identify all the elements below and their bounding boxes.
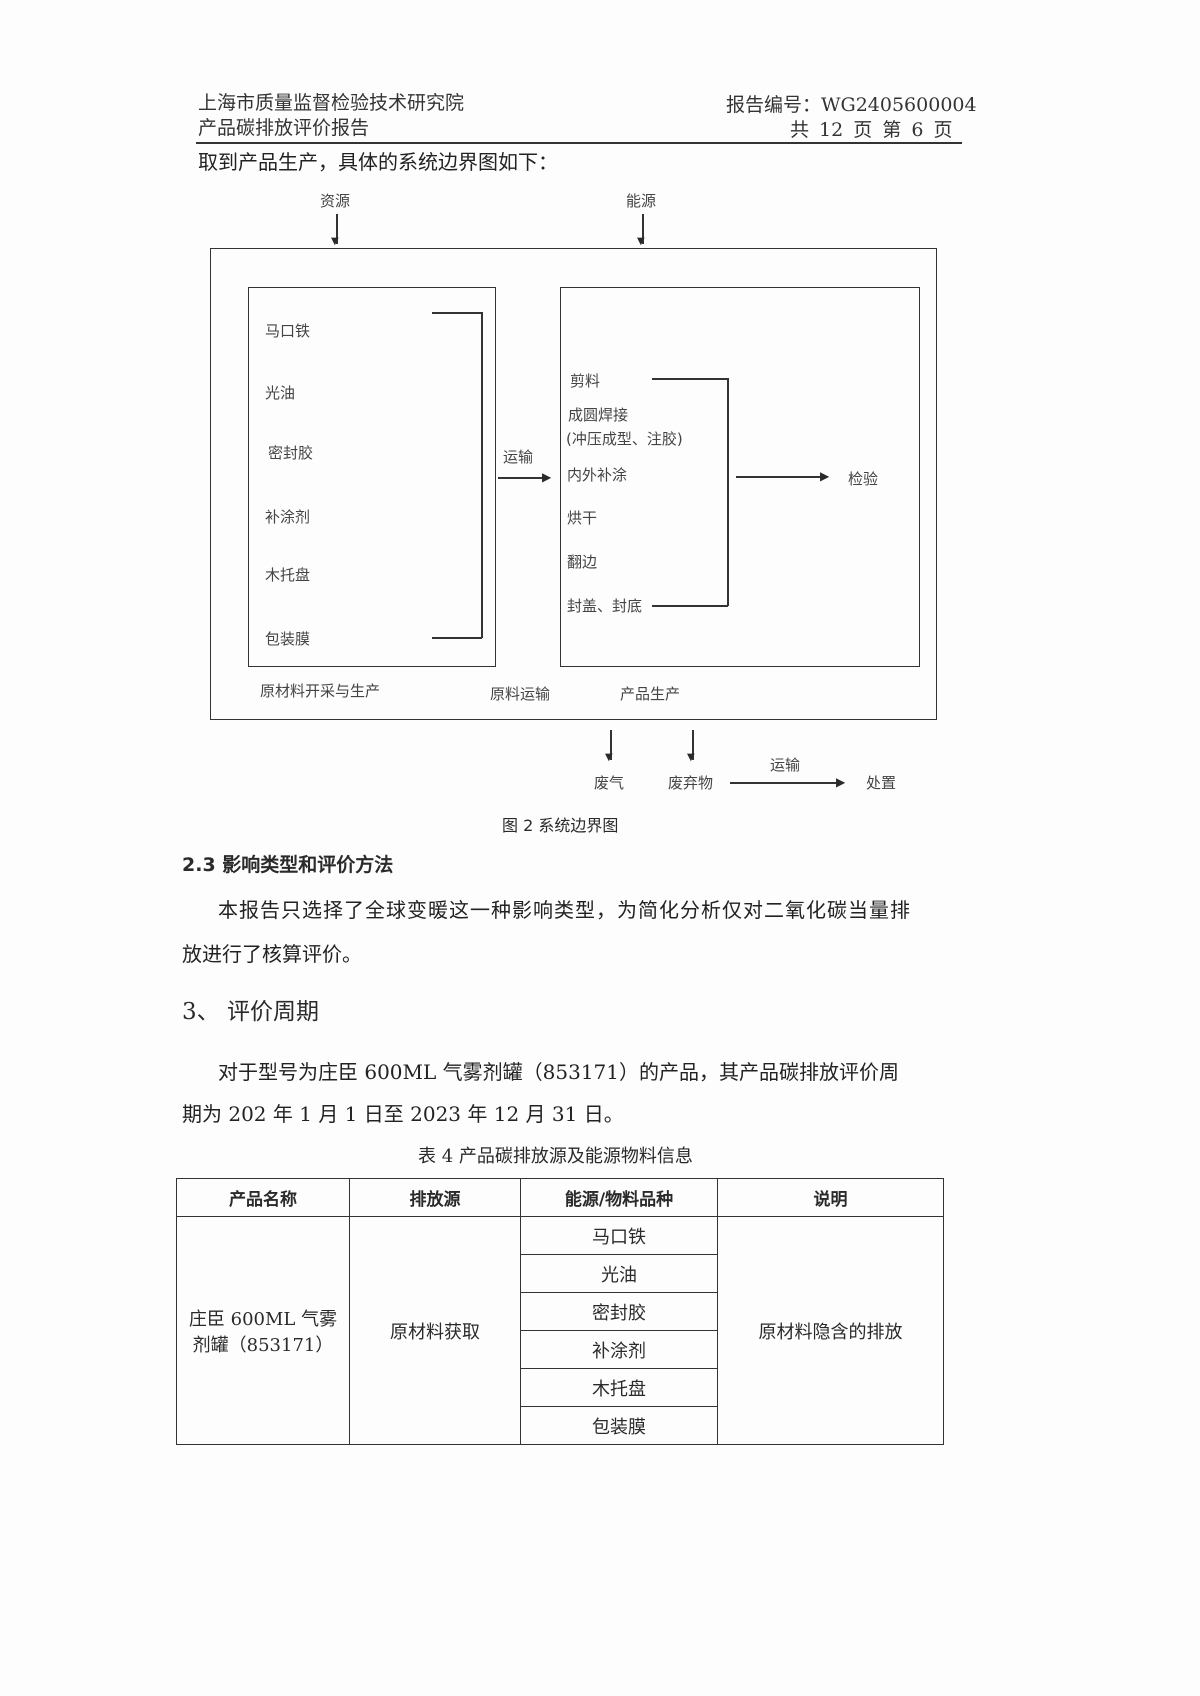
page-info: 共 12 页 第 6 页 xyxy=(790,119,953,141)
report-title: 产品碳排放评价报告 xyxy=(198,117,370,139)
figure-caption: 图 2 系统边界图 xyxy=(502,816,619,835)
process-item: 内外补涂 xyxy=(567,466,628,484)
table-header-row: 产品名称 排放源 能源/物料品种 说明 xyxy=(176,1178,944,1217)
report-number: 报告编号：WG2405600004 xyxy=(726,94,977,116)
column-header: 能源/物料品种 xyxy=(520,1178,718,1217)
product-name-cell: 庄臣 600ML 气雾剂罐（853171） xyxy=(176,1216,350,1445)
stage-label: 原材料开采与生产 xyxy=(260,682,381,700)
process-item: (冲压成型、注胶) xyxy=(566,430,683,448)
resource-label: 资源 xyxy=(320,192,351,210)
table-row: 庄臣 600ML 气雾剂罐（853171） 原材料获取 马口铁 原材料隐含的排放 xyxy=(176,1216,944,1445)
header-rule xyxy=(196,142,962,144)
transport-label: 运输 xyxy=(503,448,534,466)
stage-label: 产品生产 xyxy=(620,685,681,703)
section-2-3-para: 本报告只选择了全球变暖这一种影响类型，为简化分析仅对二氧化碳当量排 xyxy=(218,898,911,922)
table-caption: 表 4 产品碳排放源及能源物料信息 xyxy=(418,1146,693,1167)
stage-label: 原料运输 xyxy=(490,685,551,703)
table-row: 补涂剂 xyxy=(177,1330,944,1369)
section-2-3-title: 2.3 影响类型和评价方法 xyxy=(182,854,394,876)
process-item: 烘干 xyxy=(567,509,598,527)
material-item: 补涂剂 xyxy=(265,508,311,526)
disposal-label: 处置 xyxy=(866,774,897,792)
material-cell: 密封胶 xyxy=(520,1292,718,1331)
material-item: 密封胶 xyxy=(268,444,314,462)
section-3-para: 对于型号为庄臣 600ML 气雾剂罐（853171）的产品，其产品碳排放评价周 xyxy=(218,1060,899,1084)
process-item: 成圆焊接 xyxy=(568,406,629,424)
material-cell: 补涂剂 xyxy=(520,1330,718,1369)
material-cell: 木托盘 xyxy=(520,1368,718,1407)
raw-material-box xyxy=(248,287,496,667)
outer-boundary xyxy=(210,248,937,720)
section-3-title: 3、 评价周期 xyxy=(182,999,319,1025)
intro-text: 取到产品生产，具体的系统边界图如下： xyxy=(198,150,558,174)
material-item: 包装膜 xyxy=(265,630,311,648)
output-label: 废弃物 xyxy=(668,774,714,792)
table-row: 光油 xyxy=(177,1254,944,1293)
production-box xyxy=(560,287,920,667)
inspection-label: 检验 xyxy=(848,470,879,488)
note-cell: 原材料隐含的排放 xyxy=(717,1216,944,1445)
column-header: 说明 xyxy=(717,1178,944,1217)
process-item: 剪料 xyxy=(570,372,601,390)
table-row: 密封胶 xyxy=(177,1292,944,1331)
material-item: 光油 xyxy=(265,384,296,402)
process-item: 翻边 xyxy=(567,553,598,571)
material-cell: 马口铁 xyxy=(520,1216,718,1255)
material-cell: 光油 xyxy=(520,1254,718,1293)
material-item: 马口铁 xyxy=(265,322,311,340)
material-item: 木托盘 xyxy=(265,566,311,584)
output-label: 废气 xyxy=(594,774,625,792)
section-3-para: 期为 202 年 1 月 1 日至 2023 年 12 月 31 日。 xyxy=(182,1102,624,1126)
section-2-3-para: 放进行了核算评价。 xyxy=(182,942,362,966)
energy-label: 能源 xyxy=(626,192,657,210)
column-header: 排放源 xyxy=(349,1178,521,1217)
emission-source-table: 产品名称 排放源 能源/物料品种 说明 庄臣 600ML 气雾剂罐（853171… xyxy=(176,1178,944,1445)
source-cell: 原材料获取 xyxy=(349,1216,521,1445)
column-header: 产品名称 xyxy=(176,1178,350,1217)
org-name: 上海市质量监督检验技术研究院 xyxy=(198,92,465,114)
material-cell: 包装膜 xyxy=(520,1406,718,1445)
transport-label: 运输 xyxy=(770,756,801,774)
process-item: 封盖、封底 xyxy=(567,597,643,615)
table-row: 包装膜 xyxy=(177,1406,944,1445)
